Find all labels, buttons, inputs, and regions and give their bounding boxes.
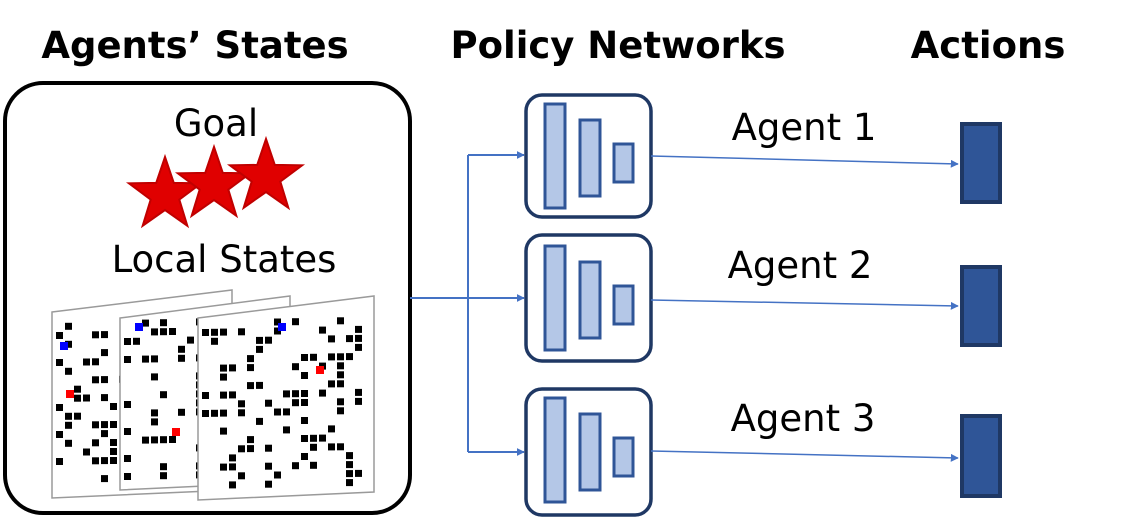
state-to-policy-connectors	[410, 151, 525, 456]
policy-network-3	[524, 387, 653, 517]
goal-star-icon	[226, 135, 306, 211]
network-layer	[543, 102, 567, 210]
action-1	[960, 122, 1002, 204]
network-layer	[578, 260, 602, 340]
network-layer	[612, 142, 635, 184]
agents-states-heading: Agents’ States	[41, 24, 348, 67]
goal-label: Goal	[174, 102, 258, 145]
arrow-to-action-2	[650, 299, 959, 310]
policy-networks-heading: Policy Networks	[450, 24, 785, 67]
policy-network-2	[524, 233, 653, 363]
arrow-to-action-1	[650, 155, 959, 168]
action-2	[960, 265, 1002, 347]
actions-heading: Actions	[911, 24, 1066, 67]
agent-2-label: Agent 2	[728, 244, 873, 287]
agent-1-label: Agent 1	[732, 106, 877, 149]
arrow-to-action-3	[650, 450, 959, 462]
network-layer	[543, 244, 567, 352]
local-states-label: Local States	[112, 238, 337, 281]
local-state-maps	[51, 289, 375, 501]
goal-stars	[125, 135, 306, 229]
network-layer	[612, 284, 635, 326]
network-layer	[612, 436, 635, 478]
network-layer	[543, 396, 567, 504]
local-state-map	[197, 295, 375, 501]
network-layer	[578, 412, 602, 492]
action-3	[960, 414, 1002, 498]
policy-network-1	[524, 93, 653, 219]
network-layer	[578, 118, 602, 198]
agent-3-label: Agent 3	[731, 397, 876, 440]
